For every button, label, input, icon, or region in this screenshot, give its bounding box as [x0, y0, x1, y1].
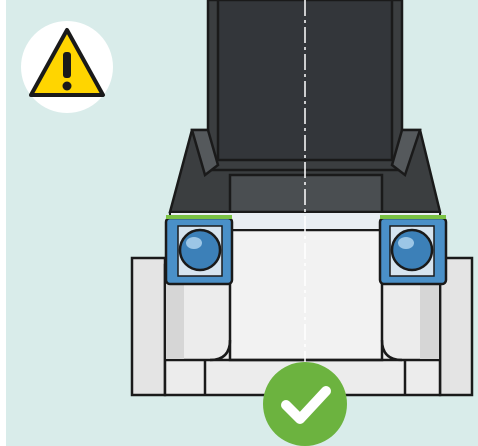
checkmark-icon: [281, 386, 331, 424]
shaft: [163, 228, 442, 397]
bearing-left-ball: [178, 228, 222, 272]
warning-exclamation-dot: [62, 81, 72, 91]
tool-lip-left: [190, 128, 220, 178]
bearing-left-ball-highlight: [186, 237, 202, 249]
shaft-curve-right: [380, 339, 403, 362]
warning-badge: [21, 21, 113, 113]
tool-neck: [228, 173, 384, 214]
shaft-shade-left: [166, 266, 184, 359]
shaft-inner-face: [228, 228, 384, 362]
check-circle: [263, 362, 347, 446]
tool-shaft-front: [216, 0, 394, 162]
bearing-right-ball-highlight: [398, 237, 414, 249]
check-badge: [263, 362, 347, 446]
tool-lip-right: [390, 128, 422, 178]
shaft-curve-left: [209, 339, 232, 362]
bearing-left-seal: [166, 215, 232, 219]
shaft-shade-right: [420, 266, 439, 359]
warning-exclamation-bar: [63, 52, 71, 78]
bearing-right-ball: [390, 228, 434, 272]
shaft-lower-step-2: [203, 360, 407, 395]
housing-left: [130, 256, 167, 397]
bearing-right: [378, 215, 448, 286]
bearing-right-seal: [380, 215, 446, 219]
bearing-left: [164, 215, 234, 286]
